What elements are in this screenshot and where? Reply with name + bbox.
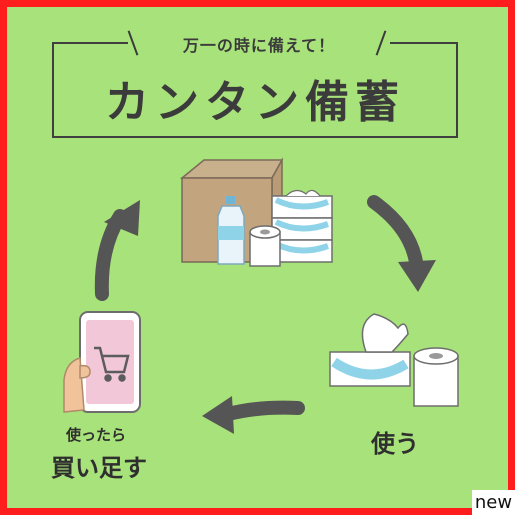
subtitle-text: 万一の時に備えて！ xyxy=(182,36,336,55)
after-use-label: 使ったら xyxy=(65,426,126,444)
buy-more-label: 買い足す xyxy=(51,454,147,482)
tissue-box-stack-icon xyxy=(271,189,333,263)
page-title: カンタン備蓄 xyxy=(105,77,405,128)
tissue-box-icon xyxy=(329,313,411,387)
cycle-arrow-heads xyxy=(104,200,436,434)
use-label: 使う xyxy=(371,430,419,458)
toilet-paper-icon xyxy=(249,225,281,267)
new-badge: new xyxy=(472,490,515,515)
shopping-cart-icon xyxy=(94,346,130,382)
hand-icon xyxy=(63,357,91,413)
smartphone-icon xyxy=(79,311,141,413)
water-bottle-icon xyxy=(217,196,245,265)
toilet-paper-roll-icon xyxy=(413,347,459,407)
subtitle-banner: 万一の時に備えて！ xyxy=(128,27,390,61)
